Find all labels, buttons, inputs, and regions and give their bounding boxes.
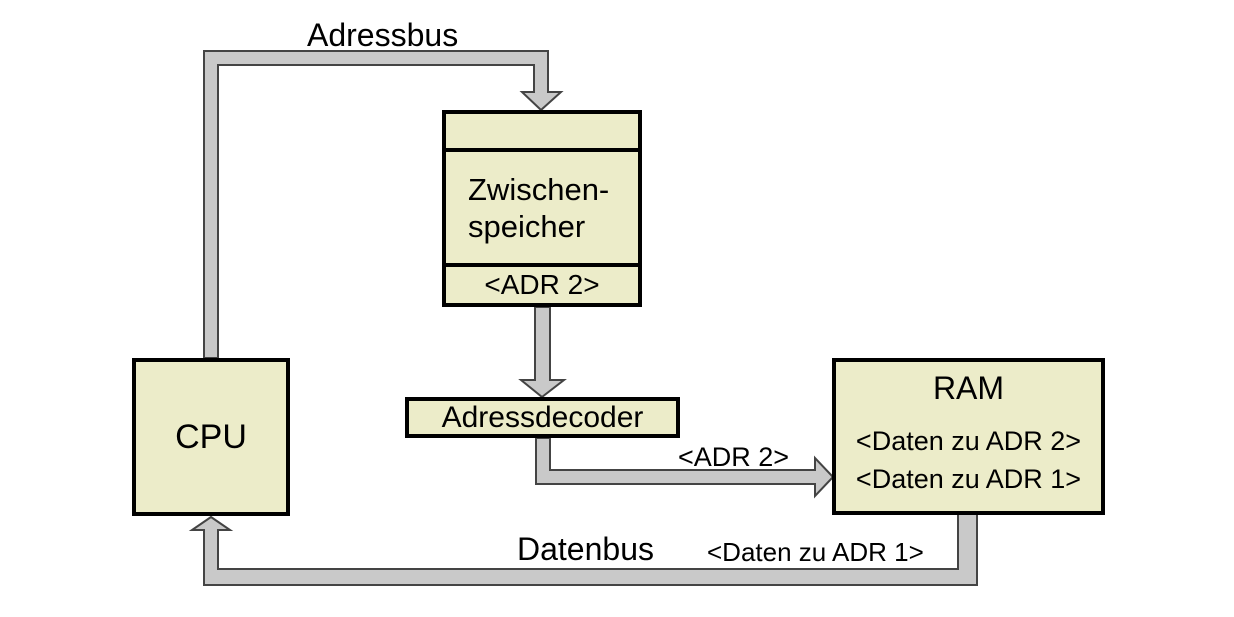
adressbus-label: Adressbus: [307, 17, 459, 53]
zwischenspeicher-to-adressdecoder-arrow: [518, 306, 567, 399]
node-zwischenspeicher: Zwischen- speicher <ADR 2>: [442, 110, 642, 307]
ram-content-row: <Daten zu ADR 2>: [855, 426, 1082, 456]
ram-label: RAM: [932, 370, 1005, 406]
ram-content-row: <Daten zu ADR 1>: [855, 464, 1082, 494]
node-cpu: CPU: [132, 358, 290, 516]
node-adressdecoder: Adressdecoder: [405, 397, 680, 438]
cpu-label: CPU: [175, 417, 247, 456]
divider: [446, 263, 638, 267]
zwischenspeicher-empty-slot: [446, 114, 638, 148]
node-ram: RAM <Daten zu ADR 2> <Daten zu ADR 1>: [832, 358, 1105, 515]
zwischenspeicher-name: Zwischen- speicher: [446, 152, 638, 263]
divider: [446, 148, 638, 152]
adressdecoder-to-ram-arrow: [535, 437, 835, 499]
daten-zu-adr1-bus-label: <Daten zu ADR 1>: [707, 537, 924, 567]
adr2-bus-label: <ADR 2>: [678, 442, 790, 472]
zwischenspeicher-name-line1: Zwischen-: [468, 171, 610, 207]
zwischenspeicher-name-line2: speicher: [468, 208, 586, 244]
zwischenspeicher-stored-address: <ADR 2>: [484, 269, 600, 300]
adressdecoder-label: Adressdecoder: [441, 400, 644, 434]
datenbus-label: Datenbus: [517, 531, 654, 567]
adressbus-arrow: [203, 50, 564, 359]
